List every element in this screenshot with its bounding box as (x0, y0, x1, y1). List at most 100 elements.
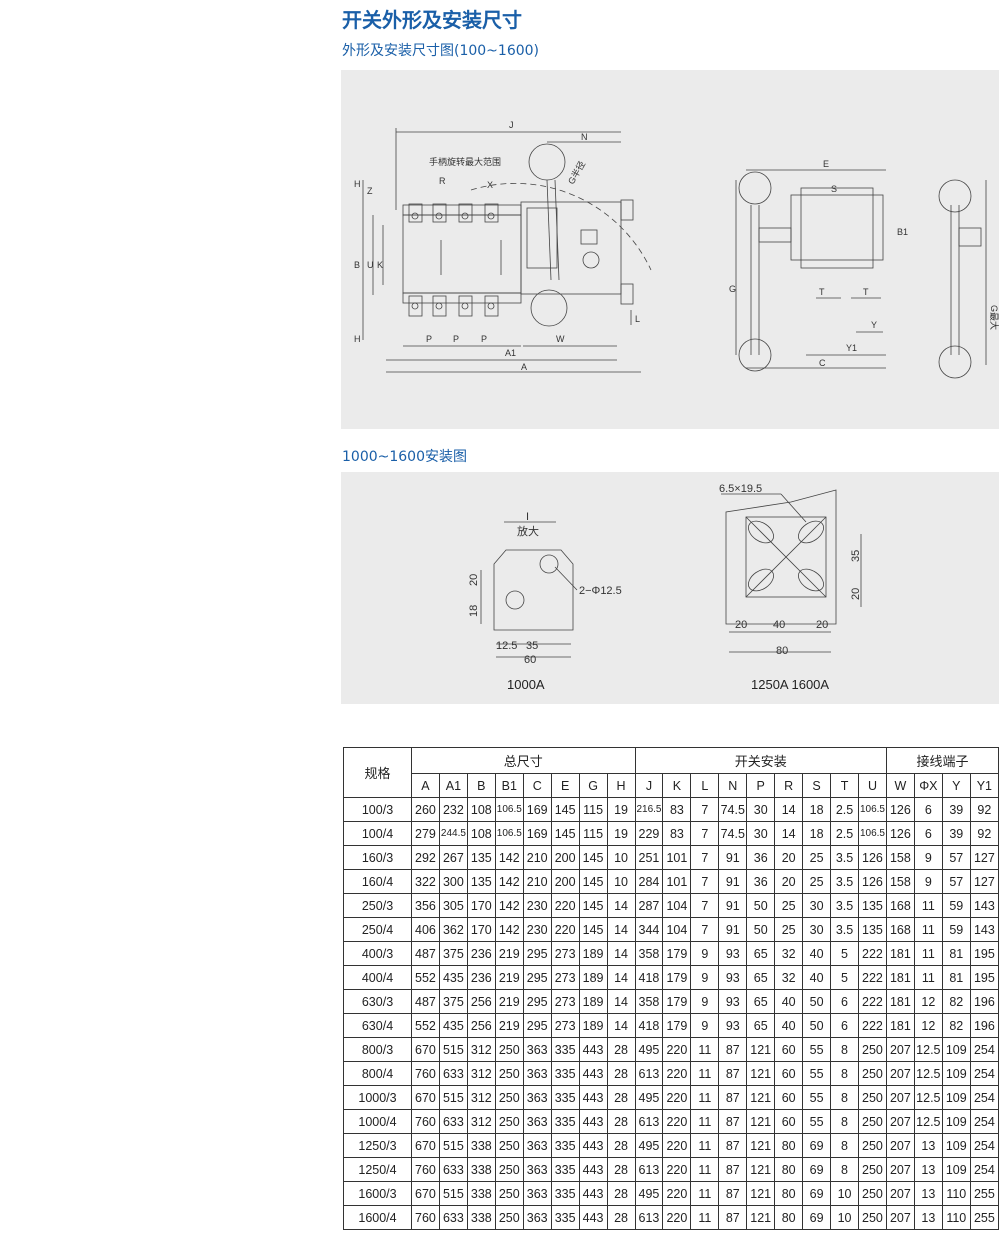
value-cell: 244.5 (438, 821, 468, 846)
value-cell: 5 (830, 941, 859, 966)
value-cell: 106.5 (858, 797, 887, 822)
value-cell: 250 (858, 1085, 887, 1110)
value-cell: 515 (438, 1085, 468, 1110)
value-cell: 633 (438, 1205, 468, 1230)
dim-40-bottom: 40 (773, 619, 785, 631)
value-cell: 121 (746, 1205, 776, 1230)
value-cell: 11 (913, 941, 943, 966)
value-cell: 250 (494, 1181, 524, 1206)
value-cell: 13 (913, 1205, 943, 1230)
value-cell: 338 (466, 1157, 496, 1182)
value-cell: 418 (634, 1013, 664, 1038)
value-cell: 11 (913, 893, 943, 918)
value-cell: 363 (522, 1085, 552, 1110)
hole-label: 2−Φ12.5 (579, 585, 622, 597)
dim-P2: P (453, 334, 459, 344)
value-cell: 250 (494, 1037, 524, 1062)
value-cell: 11 (690, 1109, 720, 1134)
value-cell: 220 (662, 1181, 692, 1206)
value-cell: 633 (438, 1061, 468, 1086)
value-cell: 515 (438, 1037, 468, 1062)
enlarge-label: 放大 (517, 524, 539, 538)
value-cell: 109 (941, 1085, 971, 1110)
value-cell: 210 (522, 845, 552, 870)
value-cell: 363 (522, 1181, 552, 1206)
value-cell: 613 (634, 1157, 664, 1182)
value-cell: 195 (969, 941, 1000, 966)
spec-cell: 1250/4 (343, 1157, 412, 1182)
value-cell: 335 (550, 1181, 580, 1206)
dim-W: W (556, 334, 565, 344)
value-cell: 13 (913, 1181, 943, 1206)
value-cell: 219 (494, 965, 524, 990)
column-header: T (830, 773, 859, 798)
value-cell: 189 (578, 965, 608, 990)
spec-cell: 630/4 (343, 1013, 412, 1038)
value-cell: 106.5 (494, 797, 524, 822)
value-cell: 30 (802, 893, 832, 918)
value-cell: 254 (969, 1157, 1000, 1182)
value-cell: 25 (774, 893, 804, 918)
value-cell: 362 (438, 917, 468, 942)
value-cell: 80 (774, 1133, 804, 1158)
value-cell: 222 (858, 965, 887, 990)
value-cell: 91 (718, 845, 748, 870)
value-cell: 335 (550, 1037, 580, 1062)
value-cell: 250 (858, 1109, 887, 1134)
value-cell: 87 (718, 1181, 748, 1206)
value-cell: 82 (941, 989, 971, 1014)
value-cell: 443 (578, 1157, 608, 1182)
value-cell: 135 (858, 893, 887, 918)
value-cell: 32 (774, 965, 804, 990)
value-cell: 250 (858, 1061, 887, 1086)
value-cell: 613 (634, 1205, 664, 1230)
value-cell: 200 (550, 869, 580, 894)
value-cell: 356 (411, 893, 440, 918)
dim-H-bottom: H (354, 334, 361, 344)
value-cell: 13 (913, 1157, 943, 1182)
value-cell: 110 (941, 1181, 971, 1206)
value-cell: 30 (802, 917, 832, 942)
value-cell: 30 (746, 821, 776, 846)
value-cell: 9 (690, 965, 720, 990)
value-cell: 250 (858, 1037, 887, 1062)
value-cell: 69 (802, 1205, 832, 1230)
value-cell: 6 (830, 1013, 859, 1038)
value-cell: 11 (913, 965, 943, 990)
value-cell: 7 (690, 869, 720, 894)
value-cell: 158 (885, 845, 915, 870)
value-cell: 6 (913, 797, 943, 822)
value-cell: 220 (662, 1037, 692, 1062)
outline-dimension-drawing: J N 手柄旋转最大范围 G半径 R X H Z B U K H P P P W… (354, 120, 999, 379)
value-cell: 5 (830, 965, 859, 990)
spec-header: 规格 (343, 747, 412, 798)
value-cell: 335 (550, 1061, 580, 1086)
column-header: C (522, 773, 552, 798)
value-cell: 12.5 (913, 1109, 943, 1134)
value-cell: 121 (746, 1181, 776, 1206)
value-cell: 633 (438, 1109, 468, 1134)
value-cell: 20 (774, 845, 804, 870)
value-cell: 169 (522, 797, 552, 822)
value-cell: 13 (913, 1133, 943, 1158)
value-cell: 435 (438, 1013, 468, 1038)
value-cell: 55 (802, 1085, 832, 1110)
value-cell: 28 (606, 1133, 636, 1158)
value-cell: 36 (746, 869, 776, 894)
column-header: R (774, 773, 804, 798)
value-cell: 312 (466, 1037, 496, 1062)
value-cell: 109 (941, 1157, 971, 1182)
value-cell: 93 (718, 989, 748, 1014)
value-cell: 9 (913, 845, 943, 870)
value-cell: 515 (438, 1133, 468, 1158)
value-cell: 74.5 (718, 797, 748, 822)
value-cell: 87 (718, 1061, 748, 1086)
value-cell: 127 (969, 869, 1000, 894)
value-cell: 181 (885, 989, 915, 1014)
value-cell: 312 (466, 1085, 496, 1110)
value-cell: 9 (690, 989, 720, 1014)
value-cell: 10 (830, 1205, 859, 1230)
value-cell: 300 (438, 869, 468, 894)
value-cell: 28 (606, 1157, 636, 1182)
